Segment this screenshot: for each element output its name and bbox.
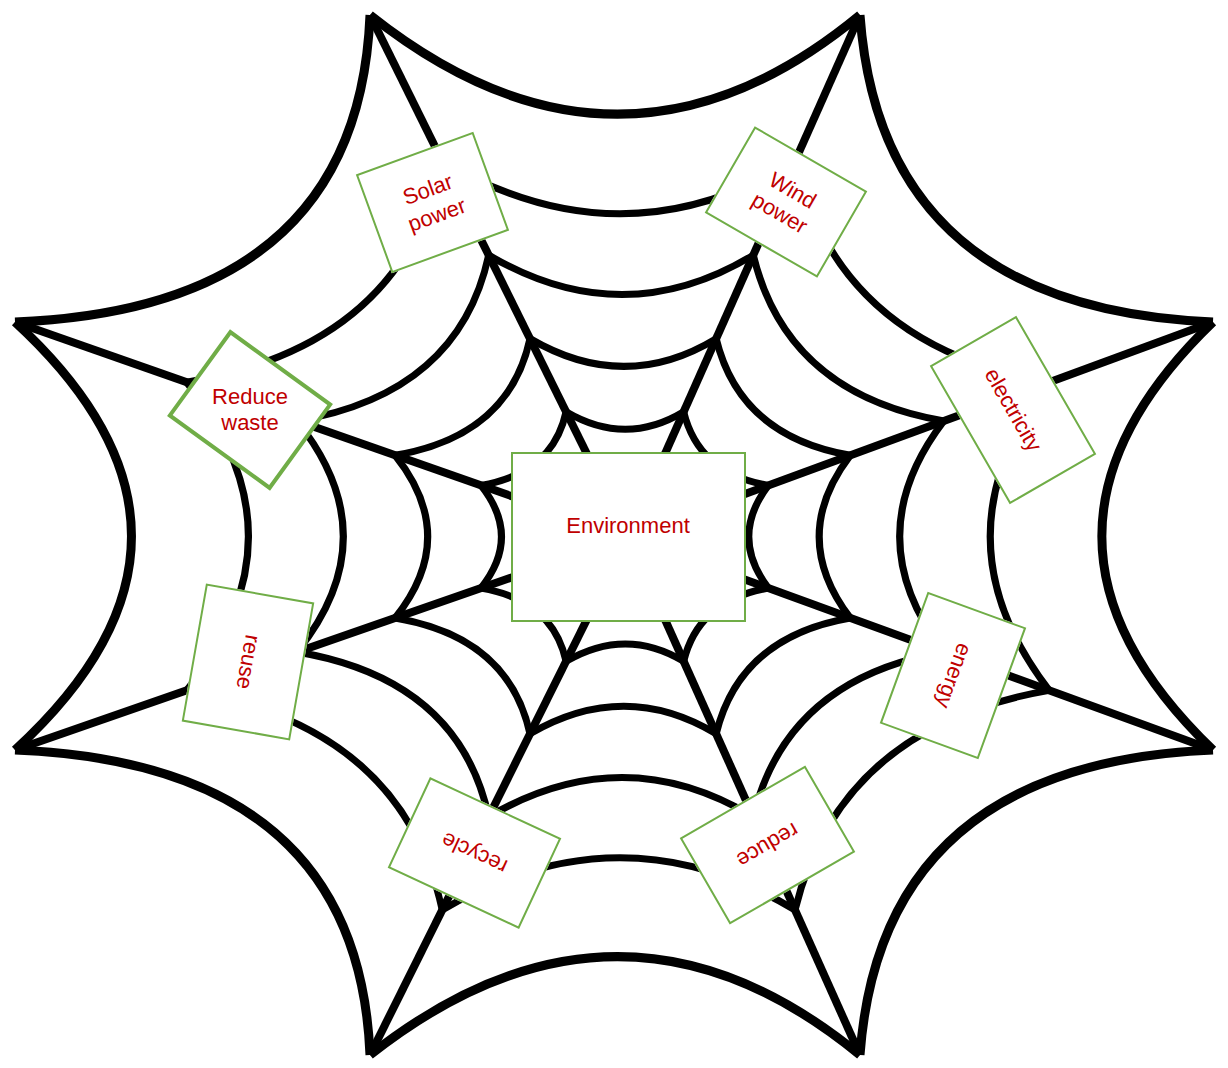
web-ring: [749, 485, 769, 588]
node-label: electricity: [979, 364, 1048, 457]
web-ring: [370, 15, 860, 114]
web-ring: [395, 618, 530, 734]
node-label: Environment: [566, 513, 690, 539]
web-ring: [395, 455, 428, 618]
web-ring: [15, 15, 370, 322]
web-ring: [15, 322, 131, 750]
node-label: recycle: [437, 826, 511, 879]
node-label: energy: [929, 639, 977, 711]
topic-box: electricity: [930, 316, 1097, 505]
node-label: Solar power: [376, 160, 489, 244]
web-ring: [566, 644, 684, 661]
web-ring: [819, 455, 850, 618]
node-label: Reduce waste: [193, 384, 307, 437]
topic-box: recycle: [387, 777, 561, 929]
web-ring: [860, 750, 1213, 1055]
web-ring: [716, 618, 850, 734]
web-threads: [15, 15, 1213, 1055]
web-ring: [15, 750, 370, 1055]
topic-box: Wind power: [705, 126, 868, 278]
node-label: reduce: [731, 817, 802, 873]
box-border: [170, 332, 330, 488]
web-ring: [297, 255, 489, 421]
web-ring: [530, 706, 716, 734]
web-ring: [1102, 322, 1213, 750]
web-ring: [530, 339, 716, 367]
node-label: reuse: [230, 633, 266, 692]
topic-box: Reduce waste: [183, 354, 317, 466]
center-box: Environment: [511, 452, 746, 622]
web-ring: [395, 339, 530, 456]
web-ring: [716, 339, 850, 456]
web-ring: [860, 15, 1213, 322]
web-ring: [481, 485, 502, 588]
web-ring: [566, 412, 684, 430]
web-ring: [370, 957, 860, 1055]
web-ring: [489, 778, 754, 817]
topic-box: reduce: [679, 765, 855, 924]
topic-box: reuse: [182, 584, 315, 741]
web-ring: [489, 255, 754, 294]
node-label: Wind power: [727, 153, 845, 252]
